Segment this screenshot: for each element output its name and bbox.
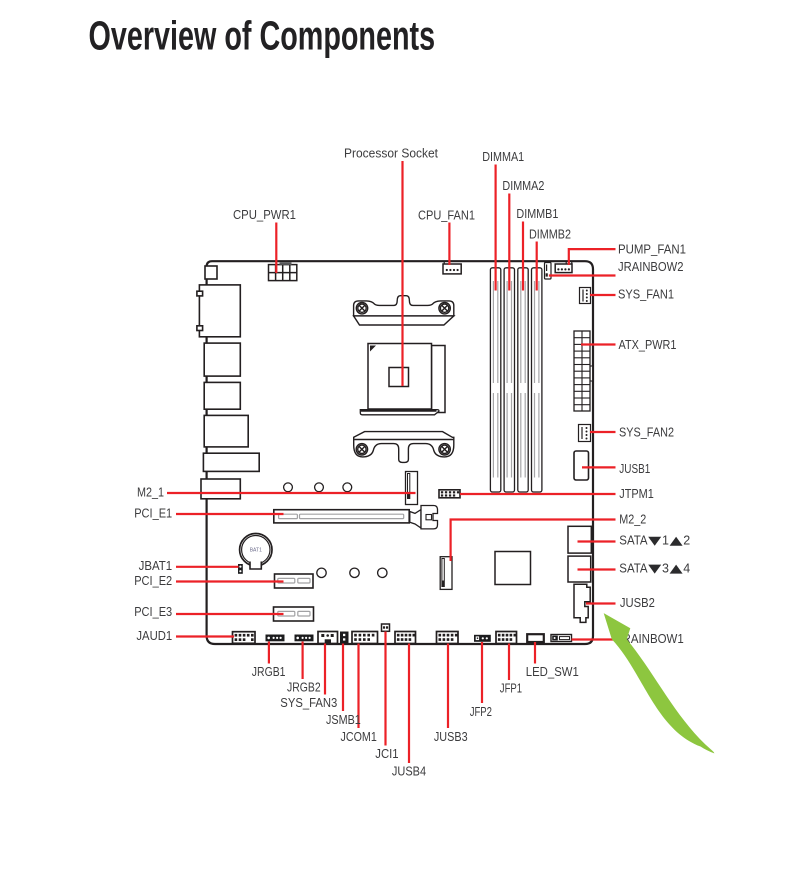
svg-text:SYS_FAN2: SYS_FAN2 [619,426,674,440]
svg-text:SYS_FAN3: SYS_FAN3 [280,696,337,710]
svg-text:4: 4 [683,561,690,575]
svg-text:JAUD1: JAUD1 [136,629,172,643]
svg-text:ATX_PWR1: ATX_PWR1 [619,338,677,352]
svg-text:JFP1: JFP1 [500,682,522,696]
svg-text:JCI1: JCI1 [375,747,398,761]
svg-text:PCI_E1: PCI_E1 [134,506,172,520]
svg-text:JRAINBOW1: JRAINBOW1 [617,632,684,646]
svg-text:Overview of Components: Overview of Components [89,14,436,59]
svg-text:JBAT1: JBAT1 [139,559,173,573]
svg-text:LED_SW1: LED_SW1 [526,665,579,679]
svg-text:JSMB1: JSMB1 [326,713,361,727]
svg-text:M2_1: M2_1 [137,486,164,500]
svg-text:DIMMB1: DIMMB1 [516,207,558,221]
svg-text:JCOM1: JCOM1 [341,730,377,744]
svg-text:PUMP_FAN1: PUMP_FAN1 [618,242,686,256]
svg-text:BAT1: BAT1 [250,548,262,554]
svg-text:3: 3 [662,561,669,575]
svg-text:CPU_FAN1: CPU_FAN1 [418,209,475,223]
svg-text:JUSB3: JUSB3 [434,730,468,744]
svg-text:JUSB4: JUSB4 [392,765,426,779]
svg-text:DIMMB2: DIMMB2 [529,227,571,241]
svg-text:JRGB2: JRGB2 [287,681,321,695]
svg-text:JUSB2: JUSB2 [620,596,655,610]
svg-text:SATA: SATA [619,534,648,548]
svg-text:DIMMA2: DIMMA2 [502,179,544,193]
svg-text:PCI_E2: PCI_E2 [134,574,172,588]
svg-text:JRGB1: JRGB1 [252,665,286,679]
svg-text:M2_2: M2_2 [619,513,646,527]
svg-text:CPU_PWR1: CPU_PWR1 [233,208,296,222]
svg-text:SATA: SATA [619,561,648,575]
svg-text:2: 2 [683,534,690,548]
svg-text:JRAINBOW2: JRAINBOW2 [618,260,684,274]
svg-text:PCI_E3: PCI_E3 [134,605,172,619]
svg-text:SYS_FAN1: SYS_FAN1 [618,287,674,301]
svg-text:Processor Socket: Processor Socket [344,147,438,161]
svg-text:JFP2: JFP2 [470,705,492,719]
svg-text:DIMMA1: DIMMA1 [482,150,524,164]
svg-text:JTPM1: JTPM1 [619,487,654,501]
svg-text:1: 1 [662,534,669,548]
svg-text:JUSB1: JUSB1 [619,462,650,476]
